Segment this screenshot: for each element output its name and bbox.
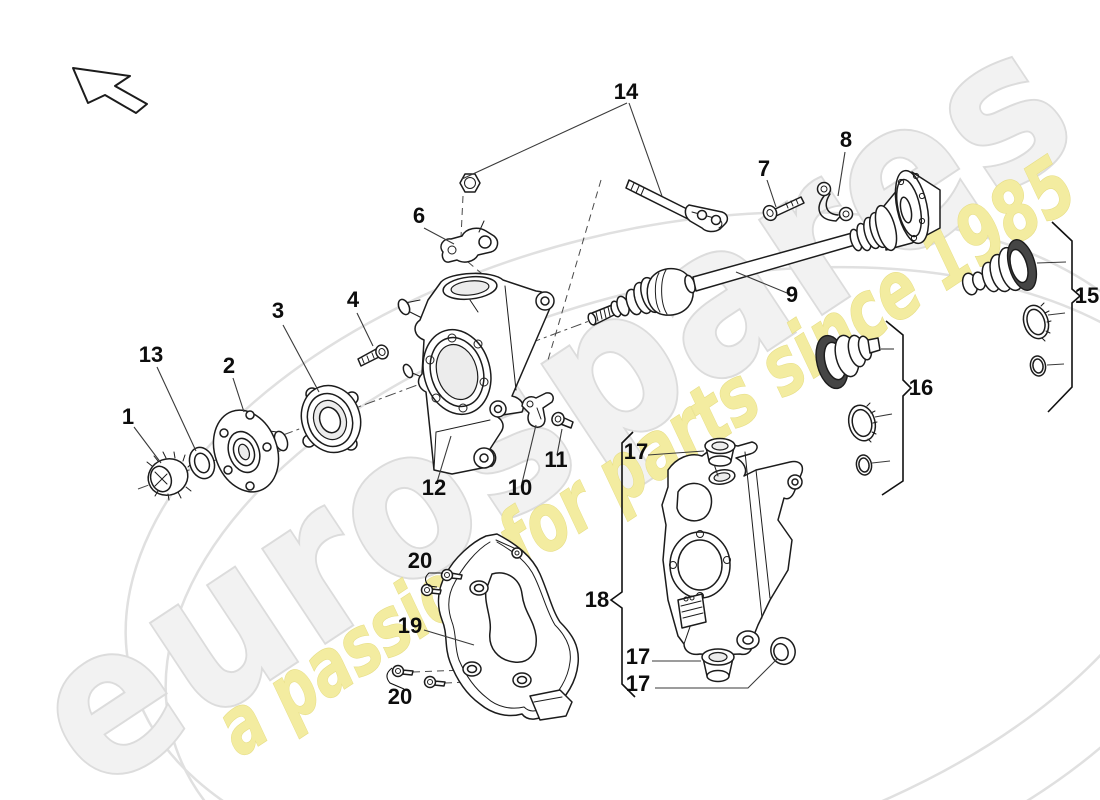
callout-12[interactable]: 12 — [422, 475, 446, 500]
part-11-bolt — [551, 411, 574, 429]
callout-1[interactable]: 1 — [122, 404, 134, 429]
part-9-drive-shaft — [587, 169, 941, 326]
part-2-wheel-hub — [212, 409, 289, 493]
part-12-knuckle — [397, 272, 555, 475]
part-8-clamp — [816, 181, 854, 222]
part-17-bushing-bottom — [701, 648, 735, 683]
callout-2[interactable]: 2 — [223, 353, 235, 378]
callout-3[interactable]: 3 — [272, 298, 284, 323]
bracket-16 — [881, 320, 913, 496]
part-16-boot-kit — [815, 334, 881, 476]
part-1-grooved-cap — [146, 451, 194, 501]
nut14-axis-dashed-line — [460, 195, 464, 238]
callout-17-top[interactable]: 17 — [624, 439, 648, 464]
direction-arrow-icon — [72, 67, 148, 114]
callout-10[interactable]: 10 — [508, 475, 532, 500]
part-13-ring — [188, 446, 216, 480]
callouts: 1 2 3 4 6 7 8 9 10 11 12 13 14 15 16 17 … — [122, 79, 1099, 709]
callout-4[interactable]: 4 — [347, 287, 360, 312]
part-10-clip — [521, 392, 554, 428]
part-15-boot-kit — [961, 239, 1052, 377]
callout-20-bottom[interactable]: 20 — [388, 684, 412, 709]
hub-axis-dashed-line — [137, 316, 601, 490]
callout-7[interactable]: 7 — [758, 156, 770, 181]
callout-17-bottom[interactable]: 17 — [626, 671, 650, 696]
bracket-15 — [1047, 221, 1082, 413]
bolt14-axis-dashed-line — [547, 179, 602, 361]
callout-17-middle[interactable]: 17 — [626, 644, 650, 669]
part-20-screws — [386, 568, 463, 690]
group-brackets — [609, 221, 1082, 698]
part-17-bushing-top — [704, 437, 736, 467]
part-7-bolt — [762, 196, 805, 222]
callout-13[interactable]: 13 — [139, 342, 163, 367]
part-17-sleeve — [770, 636, 796, 666]
part-3-wheel-bearing — [300, 384, 362, 454]
callout-19[interactable]: 19 — [398, 613, 422, 638]
part-14-nut-and-bolt — [459, 173, 729, 233]
callout-16[interactable]: 16 — [909, 375, 933, 400]
part-18-wheel-carrier — [661, 441, 804, 656]
callout-9[interactable]: 9 — [786, 282, 798, 307]
part-4-bolt — [357, 344, 389, 367]
callout-6[interactable]: 6 — [413, 203, 425, 228]
callout-14[interactable]: 14 — [614, 79, 639, 104]
leader-lines — [133, 102, 1067, 689]
callout-11[interactable]: 11 — [544, 447, 567, 472]
callout-20-top[interactable]: 20 — [408, 548, 432, 573]
callout-18[interactable]: 18 — [585, 587, 609, 612]
part-6-bracket — [440, 220, 499, 263]
part-19-cover-plate — [437, 533, 580, 721]
callout-8[interactable]: 8 — [840, 127, 852, 152]
watermark-swoosh-arc — [164, 265, 1100, 800]
bracket-18 — [609, 431, 636, 698]
callout-15[interactable]: 15 — [1075, 283, 1099, 308]
